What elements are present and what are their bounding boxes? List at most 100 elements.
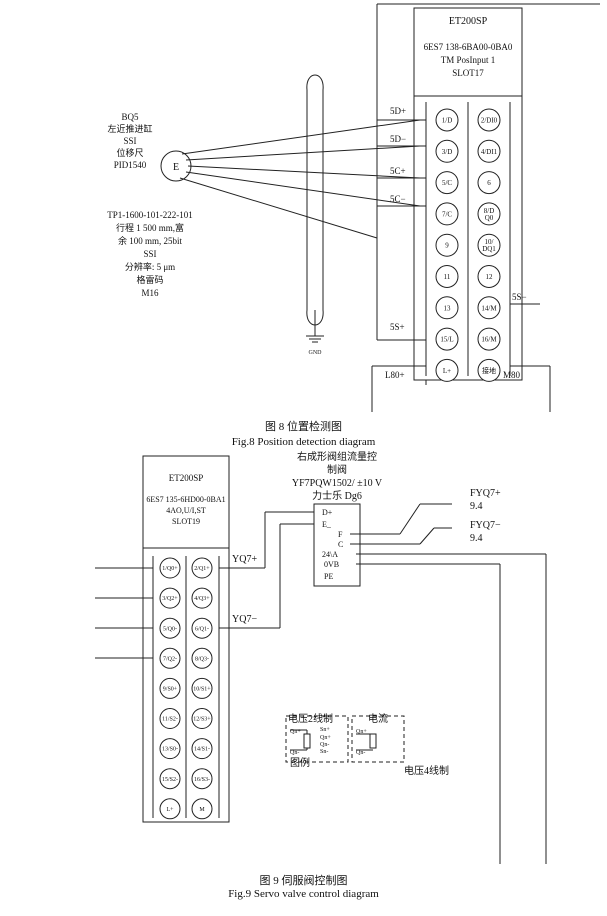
fig8-sensor-line: BQ5 [121, 112, 139, 122]
fig9-label-fyq7-plus-sub: 9.4 [470, 501, 483, 512]
fig9-valve-line: 右成形阀组流量控 [297, 450, 377, 463]
fig9-terminal-right-label: 12/S3+ [193, 717, 211, 723]
fig8-label-5d-plus: 5D+ [390, 106, 406, 116]
fig9-terminal-right-label: 8/Q3- [195, 656, 209, 662]
fig9-terminal-right-label: 6/Q1- [195, 626, 209, 632]
fig9-module-line1: 6ES7 135-6HD00-0BA1 [146, 495, 225, 504]
fig8-terminal-right-circle [477, 233, 501, 257]
fig8-terminal-left-circle [435, 358, 459, 382]
fig8-terminal-right-label: 接地 [482, 366, 496, 375]
fig9-legend-qn-minus-2: Qn- [320, 742, 329, 748]
fig8-label-5s-minus: 5S− [512, 292, 527, 302]
fig9-terminal-left-label: 11/S2- [162, 717, 178, 723]
fig8-module-line3: SLOT17 [452, 68, 484, 78]
fig9-caption-cn: 图 9 伺服阀控制图 [259, 875, 348, 887]
fig8-terminal-right-label: DQ1 [482, 245, 496, 253]
fig8-label-5c-plus: 5C+ [390, 166, 406, 176]
fig9-valve-line: 力士乐 Dg6 [312, 489, 362, 502]
fig9-terminal-right-circle [191, 647, 213, 669]
fig9-label-fyq7-minus: FYQ7− [470, 520, 501, 531]
fig9-legend-label: 图例 [290, 756, 310, 769]
fig9-caption-en: Fig.9 Servo valve control diagram [228, 888, 379, 900]
fig8-label-5d-minus: 5D− [390, 134, 406, 144]
fig9-label-yq7-plus: YQ7+ [232, 554, 257, 565]
fig9-module-body [142, 455, 230, 823]
fig9-terminal-left-circle [159, 677, 181, 699]
fig9-pin-e: E_ [322, 520, 332, 529]
fig9-terminal-left-circle [159, 647, 181, 669]
fig8-caption-en: Fig.8 Position detection diagram [231, 436, 376, 448]
fig8-label-5s-plus: 5S+ [390, 322, 405, 332]
fig9-terminal-left-label: 15/S2- [162, 777, 178, 783]
fig9-terminal-right-label: 4/Q3+ [194, 596, 210, 602]
fig8-label-5c-minus: 5C− [390, 194, 406, 204]
fig8-terminal-left-label: 15/L [440, 336, 453, 344]
fig8-terminal-right-label: 4/DI1 [481, 148, 498, 156]
fig9-terminal-left-label: L+ [166, 807, 174, 813]
fig9-terminal-left-label: 1/Q0+ [162, 566, 178, 572]
fig8-terminal-left-circle [435, 139, 459, 163]
fig8-gnd-label: GND [309, 350, 323, 356]
fig9-valve-line: 制阀 [327, 463, 347, 476]
fig9-terminal-right-label: 14/S1- [194, 747, 210, 753]
fig9-label-yq7-minus: YQ7− [232, 614, 257, 625]
fig9-module-line2: 4AO,U/I,ST [166, 506, 206, 515]
fig8-sensor-line: 左近推进缸 [107, 123, 152, 134]
fig8-label-l80: L80+ [385, 370, 405, 380]
fig8-terminal-left-label: L+ [443, 367, 451, 375]
fig8-terminal-right-circle [477, 358, 501, 382]
fig9-terminal-right-circle [191, 587, 213, 609]
fig9-pin-0vb: 0VB [324, 560, 339, 569]
fig9-terminal-right-circle [191, 798, 213, 820]
fig8-spec-line: 格雷码 [136, 274, 163, 285]
fig9-pin-pe: PE [324, 572, 333, 581]
fig9-terminal-right-label: 10/S1+ [193, 687, 211, 693]
fig9-terminal-right-circle [191, 738, 213, 760]
fig8-terminal-left-circle [435, 327, 459, 351]
fig8-terminal-group: 1/D3/D5/C7/C9111315/LL+2/DI04/DI168/DQ01… [435, 108, 501, 382]
fig9-legend-current: 电流 [368, 712, 388, 725]
fig8-module-title: ET200SP [449, 16, 488, 27]
fig9-valve-box [313, 503, 361, 587]
fig8-terminal-left-label: 9 [445, 242, 449, 250]
fig9-terminal-left-circle [159, 557, 181, 579]
fig8-terminal-right-label: 6 [487, 179, 491, 187]
fig8-terminal-left-circle [435, 108, 459, 132]
fig8-terminal-right-label: 12 [486, 273, 494, 281]
fig8-terminal-right-label: 2/DI0 [481, 116, 498, 124]
fig9-legend-voltage4: 电压4线制 [404, 764, 449, 777]
fig8-terminal-left-label: 13 [444, 304, 452, 312]
fig9-terminal-left-circle [159, 738, 181, 760]
fig9-terminal-left-label: 13/S0- [162, 747, 178, 753]
fig8-terminal-right-circle [477, 108, 501, 132]
fig8-terminal-left-label: 7/C [442, 210, 452, 218]
fig8-terminal-left-circle [435, 233, 459, 257]
fig8-spec-line: M16 [141, 288, 159, 298]
fig9-terminal-right-circle [191, 617, 213, 639]
fig9-terminal-right-circle [191, 677, 213, 699]
fig9-terminal-right-circle [191, 768, 213, 790]
fig9-terminal-right-label: M [199, 807, 205, 813]
fig8-module-body [413, 7, 523, 381]
fig8-terminal-right-circle [477, 296, 501, 320]
fig8-terminal-left-label: 3/D [442, 148, 453, 156]
fig8-sensor-line: PID1540 [114, 160, 147, 170]
fig9-terminal-left-label: 9/S0+ [163, 687, 178, 693]
fig9-legend-qn-plus-3: Qn+ [356, 729, 367, 735]
fig8-spec-line: 余 100 mm, 25bit [118, 235, 183, 246]
fig9-terminal-left-circle [159, 768, 181, 790]
fig9-terminal-left-label: 3/Q2+ [162, 596, 178, 602]
fig8-spec-line: TP1-1600-101-222-101 [107, 210, 193, 220]
fig9-legend-qn-minus: Qn- [290, 750, 299, 756]
fig9-terminal-right-circle [191, 708, 213, 729]
fig8-terminal-left-circle [435, 265, 459, 288]
fig8-terminal-left-label: 5/C [442, 179, 452, 187]
fig9-pin-c: C [338, 540, 343, 549]
fig8-label-m80: M80 [503, 370, 521, 380]
fig9-legend-sn-minus: Sn- [320, 749, 328, 755]
fig9-label-fyq7-minus-sub: 9.4 [470, 533, 483, 544]
fig9-module-line3: SLOT19 [172, 517, 200, 526]
fig8-terminal-right-label: Q0 [485, 214, 494, 222]
fig8-terminal-left-label: 11 [444, 273, 451, 281]
